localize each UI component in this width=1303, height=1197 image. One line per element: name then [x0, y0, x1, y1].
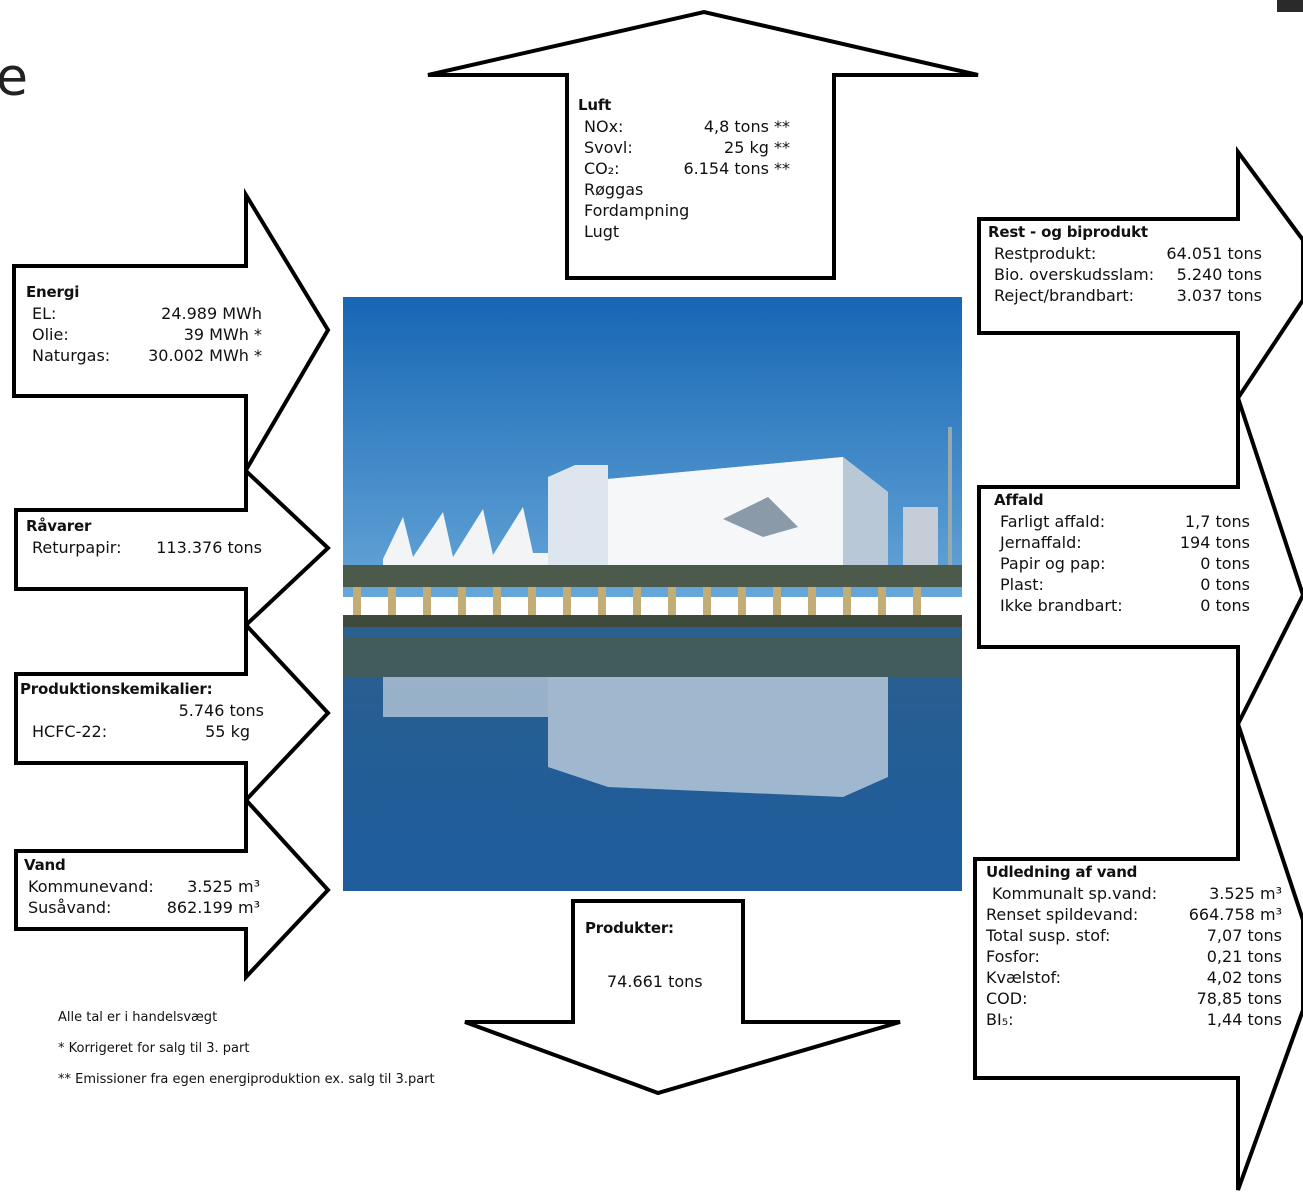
udledning-block: Udledning af vand Kommunalt sp.vand:3.52… [986, 862, 1282, 1030]
kemikalier-block: Produktionskemikalier: 5.746 tons HCFC-2… [20, 679, 264, 742]
raavarer-heading: Råvarer [26, 517, 92, 535]
udledning-row: Kommunalt sp.vand:3.525 m³ [992, 884, 1282, 903]
vand-block: Vand Kommunevand:3.525 m³ Susåvand:862.1… [24, 855, 260, 918]
luft-block: Luft NOx:4,8 tons ** Svovl:25 kg ** CO₂:… [578, 95, 790, 242]
affald-row: Farligt affald:1,7 tons [1000, 512, 1250, 531]
energi-row: Olie:39 MWh * [32, 325, 262, 344]
raavarer-block: Råvarer Returpapir:113.376 tons [26, 516, 262, 558]
kemikalier-row: 5.746 tons [178, 701, 264, 720]
energi-heading: Energi [26, 283, 80, 301]
udledning-row: Total susp. stof:7,07 tons [986, 926, 1282, 945]
udledning-row: Renset spildevand:664.758 m³ [986, 905, 1282, 924]
udledning-row: Fosfor:0,21 tons [986, 947, 1282, 966]
udledning-row: COD:78,85 tons [986, 989, 1282, 1008]
arrow-energi [12, 187, 331, 478]
arrow-kemikalier [14, 619, 331, 806]
footnote: * Korrigeret for salg til 3. part [58, 1041, 250, 1056]
udledning-row: Kvælstof:4,02 tons [986, 968, 1282, 987]
arrow-affald [977, 397, 1303, 725]
corner-mark [1277, 0, 1303, 12]
arrow-rest [977, 145, 1303, 405]
arrow-raavarer [14, 466, 331, 630]
luft-heading: Luft [578, 96, 612, 114]
footnote: ** Emissioner fra egen energiproduktion … [58, 1072, 435, 1087]
luft-extra: Røggas [584, 180, 644, 199]
kemikalier-heading: Produktionskemikalier: [20, 680, 213, 698]
vand-row: Kommunevand:3.525 m³ [28, 877, 260, 896]
energi-block: Energi EL:24.989 MWh Olie:39 MWh * Natur… [26, 282, 262, 366]
footnote: Alle tal er i handelsvægt [58, 1010, 218, 1025]
affald-row: Papir og pap:0 tons [1000, 554, 1250, 573]
affald-row: Jernaffald:194 tons [1000, 533, 1250, 552]
affald-row: Ikke brandbart:0 tons [1000, 596, 1250, 615]
arrow-produkter [464, 899, 901, 1096]
kemikalier-row: HCFC-22:55 kg [32, 722, 250, 741]
affald-heading: Affald [994, 491, 1044, 509]
energi-row: EL:24.989 MWh [32, 304, 262, 323]
udledning-row: BI₅:1,44 tons [986, 1010, 1282, 1029]
luft-row: NOx:4,8 tons ** [584, 117, 790, 136]
footnotes: Alle tal er i handelsvægt * Korrigeret f… [58, 1002, 435, 1095]
produkter-value: 74.661 tons [607, 972, 703, 991]
luft-extra: Fordampning [584, 201, 690, 220]
energi-row: Naturgas:30.002 MWh * [32, 346, 262, 365]
rest-row: Reject/brandbart:3.037 tons [994, 286, 1262, 305]
luft-extra: Lugt [584, 222, 620, 241]
vand-heading: Vand [24, 856, 66, 874]
rest-row: Restprodukt:64.051 tons [994, 244, 1262, 263]
affald-block: Affald Farligt affald:1,7 tons Jernaffal… [994, 490, 1250, 616]
arrow-vand [14, 794, 331, 983]
arrow-luft [427, 9, 979, 280]
rest-heading: Rest - og biprodukt [988, 223, 1148, 241]
raavarer-row: Returpapir:113.376 tons [32, 538, 262, 557]
produkter-block: Produkter: 74.661 tons [585, 918, 735, 992]
rest-row: Bio. overskudsslam:5.240 tons [994, 265, 1262, 284]
vand-row: Susåvand:862.199 m³ [28, 898, 260, 917]
rest-block: Rest - og biprodukt Restprodukt:64.051 t… [988, 222, 1262, 306]
factory-photo [343, 297, 962, 891]
arrow-udledning [973, 723, 1303, 1191]
luft-row: Svovl:25 kg ** [584, 138, 790, 157]
udledning-heading: Udledning af vand [986, 863, 1138, 881]
luft-row: CO₂:6.154 tons ** [584, 159, 790, 178]
produkter-heading: Produkter: [585, 919, 674, 937]
title-fragment: e [0, 48, 28, 108]
affald-row: Plast:0 tons [1000, 575, 1250, 594]
